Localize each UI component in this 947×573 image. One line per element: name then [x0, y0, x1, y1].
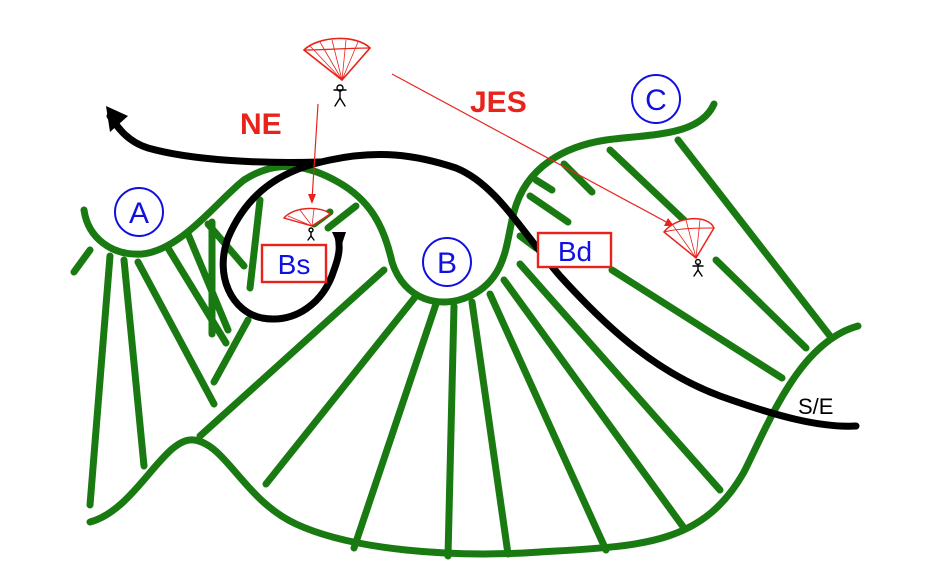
zone-c: C [631, 74, 681, 124]
airflow-line [219, 151, 860, 430]
paraglider-icon [302, 37, 372, 107]
hatch-lines [70, 136, 834, 560]
zone-b: B [422, 237, 472, 287]
bd-box-label: Bd [558, 236, 592, 267]
bs-box: Bs [260, 243, 328, 284]
terrain [70, 100, 862, 560]
paraglider-icon [662, 217, 715, 277]
annotations [308, 73, 674, 226]
zone-a-label: A [129, 197, 149, 230]
zone-c-label: C [645, 84, 667, 117]
arrow-icon [332, 232, 346, 250]
airflow-line-west [106, 112, 324, 166]
zone-b-label: B [437, 247, 457, 280]
paraglider-icon [282, 207, 332, 241]
wind-direction-label: S/E [798, 394, 833, 419]
valley-floor [86, 322, 862, 558]
zone-a: A [114, 187, 164, 237]
airflow [106, 106, 860, 430]
arrow-icon [106, 106, 128, 132]
bs-box-label: Bs [278, 249, 311, 280]
bd-box: Bd [536, 231, 613, 269]
jes-label: JES [470, 86, 527, 119]
ne-label: NE [240, 108, 282, 141]
